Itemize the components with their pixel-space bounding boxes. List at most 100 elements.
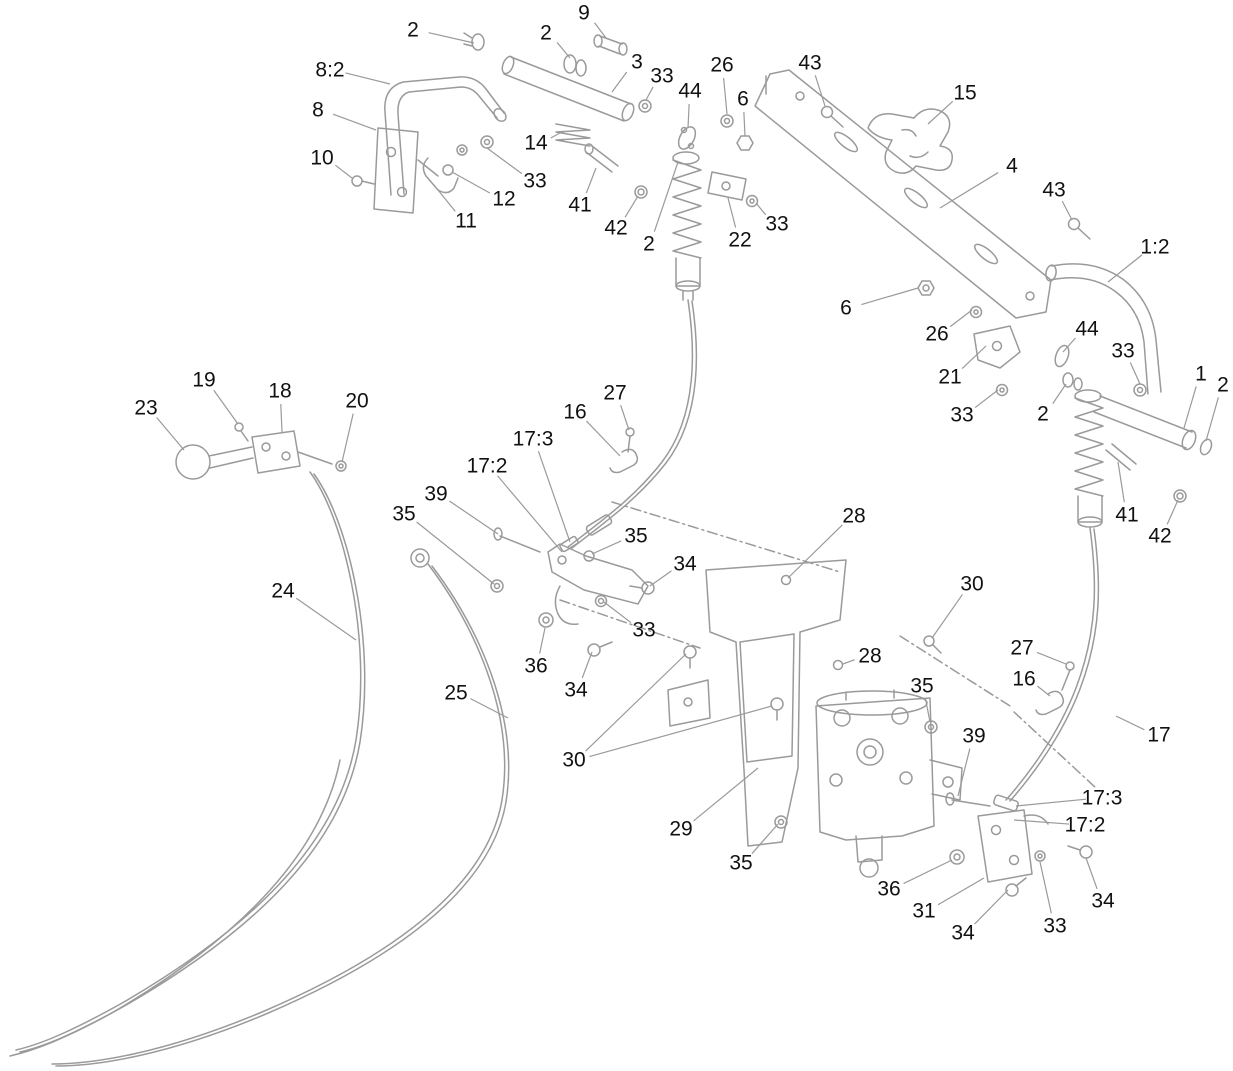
clip-16-right — [1035, 690, 1065, 716]
bolt-9 — [593, 34, 628, 56]
lever-left — [175, 430, 333, 480]
bolt-28-a — [780, 574, 792, 586]
callout-label-41: 41 — [1115, 503, 1139, 527]
callout-label-8: 8 — [312, 98, 324, 122]
callout-label-41: 41 — [568, 193, 592, 217]
callout-label-6: 6 — [737, 87, 749, 111]
bolt-10 — [351, 175, 375, 187]
callout-label-26: 26 — [925, 322, 949, 346]
ferrule-2-right — [1062, 372, 1083, 391]
leader-line — [1115, 715, 1145, 731]
bolt-34-a — [629, 581, 655, 595]
callout-label-2: 2 — [1217, 373, 1229, 397]
control-tube-top — [501, 55, 635, 122]
leader-line — [486, 147, 523, 175]
leader-line — [903, 859, 953, 885]
damper-right — [1074, 389, 1104, 528]
bolt-19 — [234, 422, 249, 442]
leader-line — [931, 594, 963, 639]
leader-line — [341, 413, 354, 463]
leader-line — [345, 72, 391, 85]
bracket-22 — [707, 171, 747, 201]
callout-label-44: 44 — [678, 79, 702, 103]
leader-line — [428, 32, 475, 44]
callout-label-34: 34 — [951, 921, 975, 945]
washer-35-29 — [774, 815, 788, 829]
leader-line — [787, 524, 843, 579]
washer-36-middle — [538, 612, 554, 628]
washer-35-a — [490, 579, 504, 593]
callout-label-33: 33 — [632, 618, 656, 642]
bolt-39-right — [945, 792, 991, 807]
cable-strand — [9, 759, 341, 1057]
link-44-left — [677, 126, 697, 150]
callout-label-34: 34 — [673, 552, 697, 576]
leader-line — [1052, 383, 1067, 405]
callout-label-16: 16 — [563, 400, 587, 424]
leader-line — [755, 202, 767, 216]
bracket-21 — [973, 325, 1021, 369]
leader-line — [649, 570, 672, 587]
callout-label-21: 21 — [938, 365, 962, 389]
callout-label-18: 18 — [268, 379, 292, 403]
callout-label-26: 26 — [710, 53, 734, 77]
nut-42-left — [634, 185, 648, 199]
clamp-15 — [867, 108, 953, 174]
cable-right — [1005, 527, 1100, 802]
callout-label-4: 4 — [1006, 154, 1018, 178]
bolt-39-middle — [493, 527, 541, 553]
callout-label-34: 34 — [564, 678, 588, 702]
leader-line — [280, 403, 283, 433]
callout-label-2: 2 — [643, 232, 655, 256]
leader-line — [332, 113, 377, 131]
leader-line — [591, 540, 622, 555]
bolt-43-right — [1067, 217, 1091, 240]
callout-label-30: 30 — [562, 748, 586, 772]
callout-label-3: 3 — [631, 50, 643, 74]
leader-line — [687, 103, 690, 129]
leader-line — [539, 627, 546, 654]
leader-line — [1107, 254, 1143, 283]
leader-line — [723, 77, 728, 115]
rod-41-left — [584, 143, 619, 173]
leader-line — [451, 171, 491, 194]
callout-label-35: 35 — [392, 502, 416, 526]
callout-label-6: 6 — [840, 296, 852, 320]
link-44-right — [1054, 344, 1070, 368]
leader-line — [213, 389, 239, 425]
leader-line — [620, 404, 630, 431]
washer-33-21 — [995, 383, 1009, 397]
leader-line — [961, 345, 987, 369]
callout-label-25: 25 — [444, 681, 468, 705]
callout-label-36: 36 — [524, 654, 548, 678]
leader-line — [497, 475, 563, 553]
handle-bracket-8 — [373, 127, 439, 214]
leader-line — [924, 698, 931, 723]
leader-line — [416, 521, 495, 585]
centerline-c — [899, 635, 1011, 707]
callout-label-33: 33 — [523, 169, 547, 193]
callout-label-8:2: 8:2 — [315, 58, 345, 82]
bolt-34-c — [1005, 877, 1027, 897]
leader-line — [589, 705, 773, 758]
leader-line — [156, 417, 185, 451]
leader-line — [449, 500, 499, 535]
washer-35-right — [924, 720, 938, 734]
washer-36-right — [949, 849, 965, 865]
damper-left — [672, 151, 702, 301]
nut-6-right-hole — [922, 284, 930, 292]
bolt-30-c — [923, 635, 942, 654]
callout-label-33: 33 — [765, 212, 789, 236]
handle-right — [1045, 263, 1213, 456]
washer-35-b — [583, 550, 595, 562]
ferrule-2-b — [563, 54, 587, 77]
leader-line — [1037, 685, 1051, 697]
cable-25-fitting — [410, 548, 430, 568]
callout-label-35: 35 — [624, 524, 648, 548]
leader-line — [937, 877, 985, 906]
callout-label-35: 35 — [729, 851, 753, 875]
leader-line — [693, 767, 759, 822]
leader-line — [974, 389, 999, 409]
callout-label-33: 33 — [650, 64, 674, 88]
leader-line — [586, 420, 621, 457]
